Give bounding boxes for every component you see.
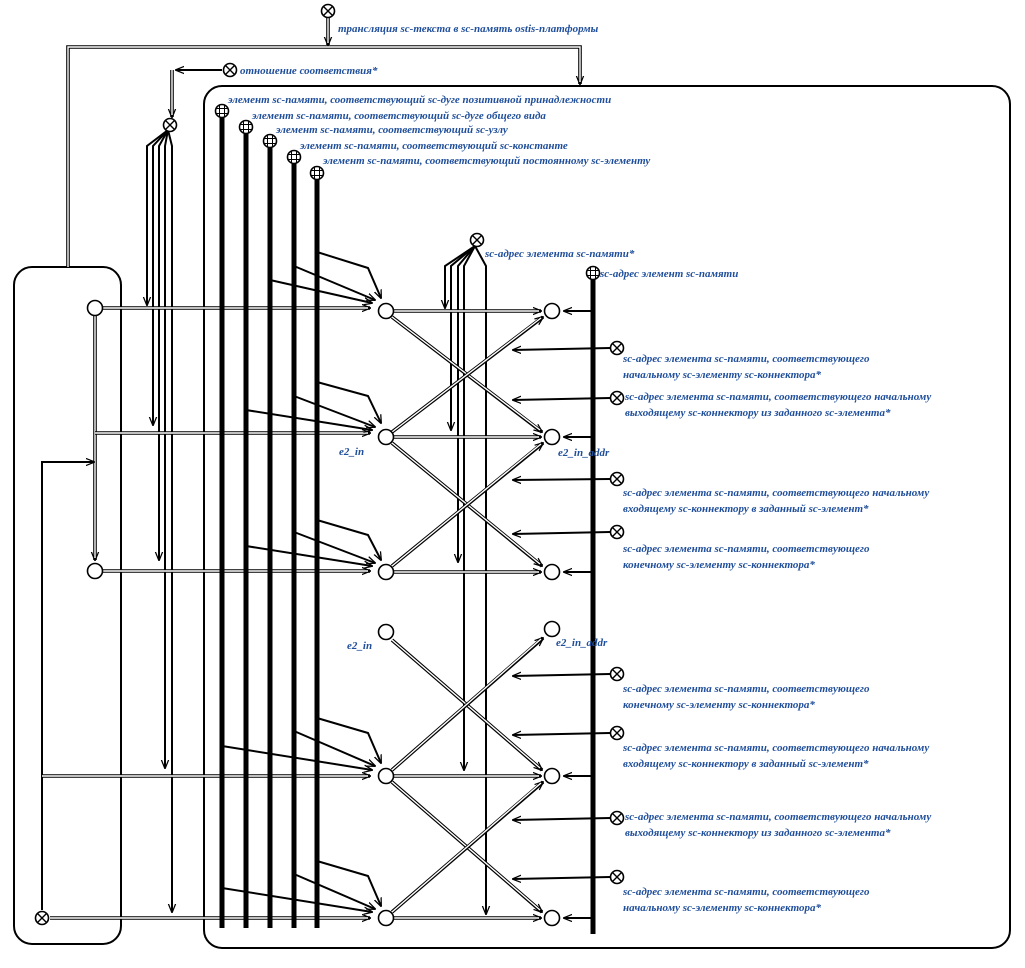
class-node-node xyxy=(262,133,278,149)
relation-node-var-3 xyxy=(609,471,625,487)
label-var-4a: sc-адрес элемента sc-памяти, соответству… xyxy=(622,543,870,555)
address-node-2 xyxy=(543,428,561,446)
memory-node-1 xyxy=(377,302,395,320)
label-var-4b: конечному sc-элементу sc-коннектора* xyxy=(623,559,815,571)
label-correspondence: отношение соответствия* xyxy=(240,65,378,77)
label-address-class: sc-адрес элемент sc-памяти xyxy=(599,268,738,280)
label-var-1a: sc-адрес элемента sc-памяти, соответству… xyxy=(622,353,870,365)
address-node-4 xyxy=(543,767,561,785)
label-var-5b: конечному sc-элементу sc-коннектора* xyxy=(623,699,815,711)
label-var-3a: sc-адрес элемента sc-памяти, соответству… xyxy=(622,487,929,499)
node-double-arcs xyxy=(390,311,543,918)
class-node-common-arc xyxy=(238,119,254,135)
label-var-1b: начальному sc-элементу sc-коннектора* xyxy=(623,369,821,381)
relation-node-var-1 xyxy=(609,340,625,356)
relation-node-fan-top xyxy=(162,117,178,133)
label-common-arc: элемент sc-памяти, соответствующий sc-ду… xyxy=(251,110,546,122)
label-var-5a: sc-адрес элемента sc-памяти, соответству… xyxy=(622,683,870,695)
memory-node-2 xyxy=(377,428,395,446)
address-node-1 xyxy=(543,302,561,320)
class-node-permanent xyxy=(309,165,325,181)
left-contour xyxy=(13,266,122,945)
relation-node-var-4 xyxy=(609,524,625,540)
diagram-labels: трансляция sc-текста в sc-память ostis-п… xyxy=(227,23,931,914)
label-var-2b: выходящему sc-коннектору из заданного sc… xyxy=(625,407,891,419)
label-address-relation: sc-адрес элемента sc-памяти* xyxy=(484,248,635,260)
plain-nodes xyxy=(86,299,561,927)
address-node-3 xyxy=(543,563,561,581)
class-node-address xyxy=(585,265,601,281)
right-contour xyxy=(203,85,1011,949)
left-node-bottom xyxy=(86,562,104,580)
label-var-3b: входящему sc-коннектору в заданный sc-эл… xyxy=(623,503,869,515)
class-node-positive-arc xyxy=(214,103,230,119)
label-node: элемент sc-памяти, соответствующий sc-уз… xyxy=(275,124,508,136)
memory-node-5 xyxy=(377,909,395,927)
label-var-7b: выходящему sc-коннектору из заданного sc… xyxy=(625,827,891,839)
label-var-8a: sc-адрес элемента sc-памяти, соответству… xyxy=(622,886,870,898)
label-positive-arc: элемент sc-памяти, соответствующий sc-ду… xyxy=(227,94,611,106)
label-var-2a: sc-адрес элемента sc-памяти, соответству… xyxy=(624,391,931,403)
class-thick-lines xyxy=(219,118,596,934)
relation-node-address xyxy=(469,232,485,248)
left-contour-structure xyxy=(41,308,370,918)
label-var-8b: начальному sc-элементу sc-коннектора* xyxy=(623,902,821,914)
relation-node-correspondence xyxy=(222,62,238,78)
relation-node-var-6 xyxy=(609,725,625,741)
class-membership-arcs xyxy=(221,251,381,912)
top-relation-connectors xyxy=(66,17,580,267)
address-node-5 xyxy=(543,909,561,927)
label-e2-in-addr-upper: e2_in_addr xyxy=(558,447,610,459)
label-e2-in-lower: e2_in xyxy=(347,640,372,652)
memory-node-e2-in xyxy=(377,623,395,641)
relation-node-translation xyxy=(320,3,336,19)
relation-node-var-7 xyxy=(609,810,625,826)
relation-node-var-2 xyxy=(609,390,625,406)
class-node-constant xyxy=(286,149,302,165)
relation-node-left-bottom xyxy=(34,910,50,926)
relation-node-var-5 xyxy=(609,666,625,682)
memory-node-3 xyxy=(377,563,395,581)
label-e2-in-upper: e2_in xyxy=(339,446,364,458)
label-var-6a: sc-адрес элемента sc-памяти, соответству… xyxy=(622,742,929,754)
address-arcs xyxy=(513,311,611,918)
left-node-top xyxy=(86,299,104,317)
label-translation: трансляция sc-текста в sc-память ostis-п… xyxy=(338,23,599,35)
memory-node-4 xyxy=(377,767,395,785)
class-nodes xyxy=(214,103,601,281)
relation-nodes xyxy=(34,3,625,926)
label-e2-in-addr-lower: e2_in_addr xyxy=(556,637,608,649)
label-constant: элемент sc-памяти, соответствующий sc-ко… xyxy=(299,140,568,152)
label-var-6b: входящему sc-коннектору в заданный sc-эл… xyxy=(623,758,869,770)
label-permanent: элемент sc-памяти, соответствующий посто… xyxy=(322,155,650,167)
relation-fan-lines xyxy=(147,129,486,914)
address-node-e2-in-addr xyxy=(543,620,561,638)
relation-node-var-8 xyxy=(609,869,625,885)
label-var-7a: sc-адрес элемента sc-памяти, соответству… xyxy=(624,811,931,823)
